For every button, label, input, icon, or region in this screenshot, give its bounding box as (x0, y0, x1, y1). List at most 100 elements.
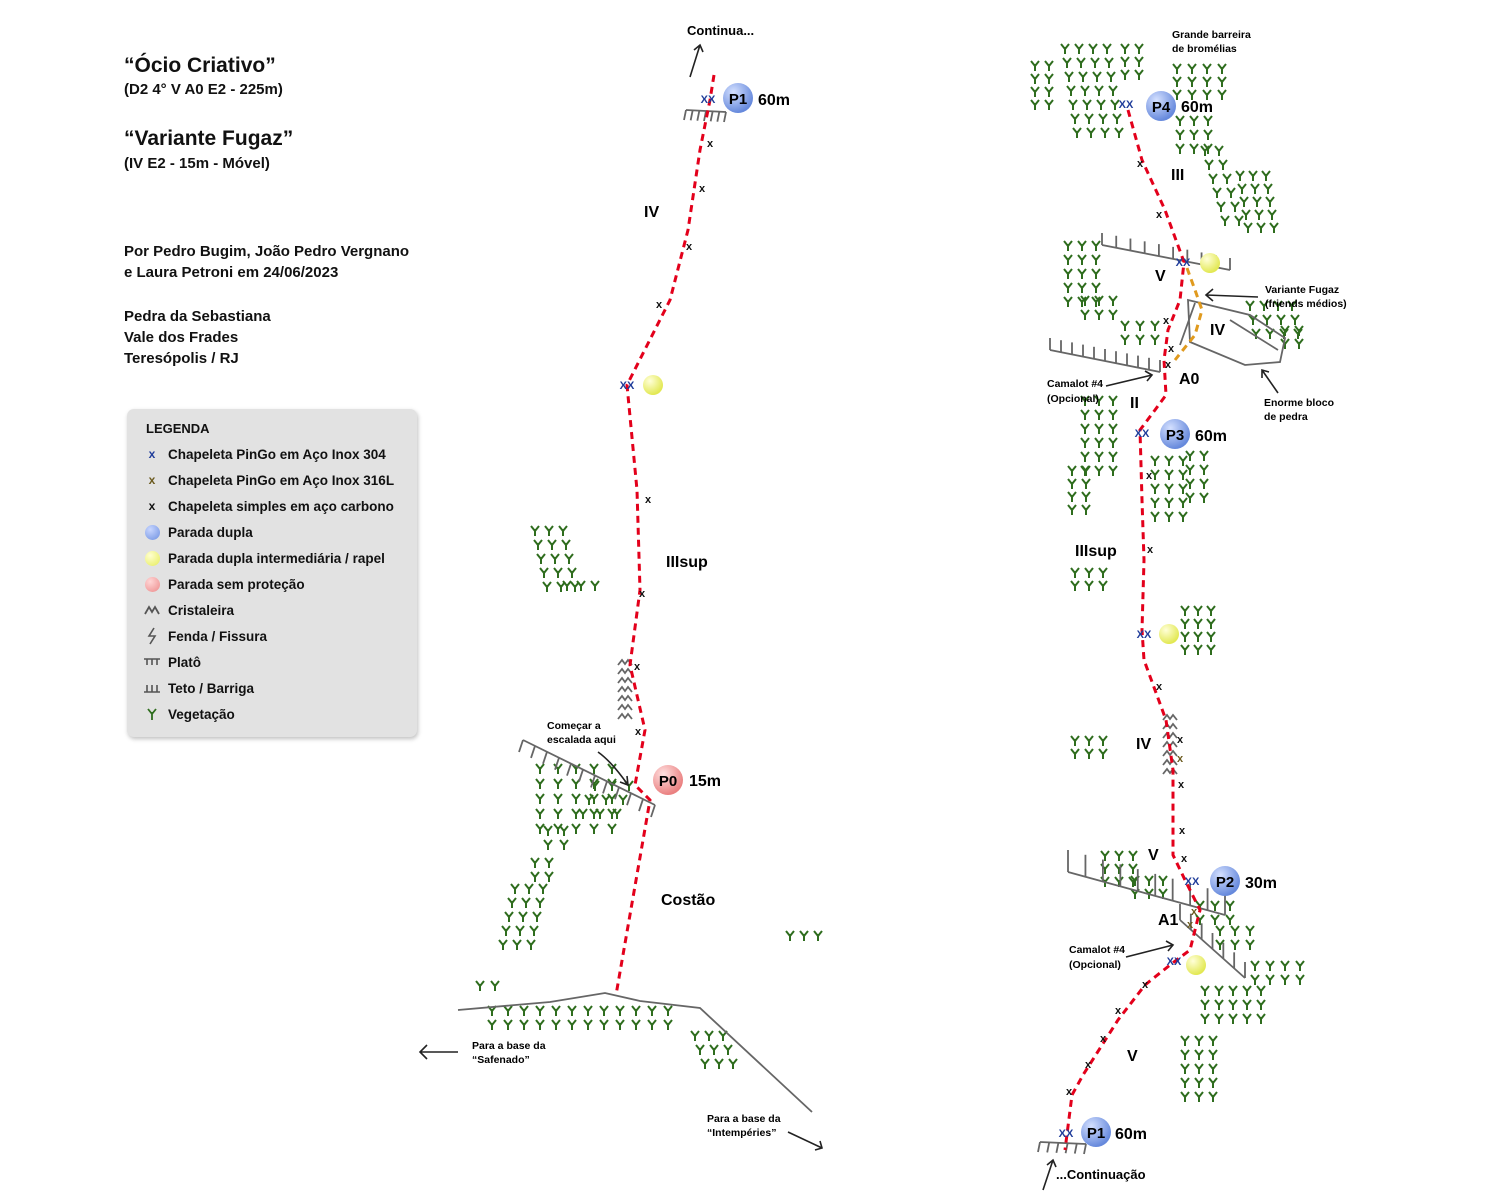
ledge-tick (590, 775, 596, 788)
plant-icon (1210, 914, 1220, 925)
plant-icon (553, 808, 563, 819)
ledge-line (1039, 1141, 1087, 1145)
plant-icon (519, 1005, 529, 1016)
plant-icon (1150, 497, 1160, 508)
plant-icon (539, 567, 549, 578)
plant-icon (1178, 483, 1188, 494)
bolt: x (1085, 1059, 1092, 1071)
camalot-note-2b: (Opcional) (1069, 959, 1121, 971)
ledge-tick (542, 751, 548, 765)
bromelia-note-2: de bromélias (1172, 43, 1237, 55)
plant-icon (663, 1019, 673, 1030)
plant-icon (1242, 985, 1252, 996)
plant-icon (1254, 209, 1264, 220)
plant-icon (567, 1019, 577, 1030)
plant-icon (501, 925, 511, 936)
ledge-tick (716, 111, 721, 122)
plant-icon (1239, 196, 1249, 207)
plant-icon (583, 1019, 593, 1030)
p0-label: P0 (659, 773, 677, 790)
plant-icon (535, 763, 545, 774)
plant-icon (1120, 334, 1130, 345)
plant-icon (547, 539, 557, 550)
plant-icon (1237, 183, 1247, 194)
plant-icon (558, 525, 568, 536)
plant-icon (631, 1005, 641, 1016)
plant-icon (1044, 73, 1054, 84)
plant-icon (813, 930, 823, 941)
crystal-icon (1162, 713, 1178, 721)
plant-icon (1200, 985, 1210, 996)
plant-icon (1098, 580, 1108, 591)
plant-icon (1180, 605, 1190, 616)
plant-icon (709, 1044, 719, 1055)
grade-right-v-mid: V (1148, 847, 1159, 864)
anchor-p2 (1210, 866, 1240, 896)
plant-icon (1225, 914, 1235, 925)
plant-icon (1180, 1091, 1190, 1102)
arrow-safenado (418, 1044, 458, 1060)
plant-icon (1206, 605, 1216, 616)
plant-icon (1216, 201, 1226, 212)
plant-icon (475, 980, 485, 991)
plant-icon (1078, 71, 1088, 82)
plant-icon (1128, 850, 1138, 861)
legend-label: Fenda / Fissura (168, 628, 268, 644)
plant-icon (601, 794, 611, 805)
legend-item: Parada dupla (143, 522, 253, 542)
plant-icon (1290, 314, 1300, 325)
plant-icon (1067, 465, 1077, 476)
plant-icon (589, 763, 599, 774)
plant-icon (1080, 85, 1090, 96)
legend-item: Parada dupla intermediária / rapel (143, 548, 385, 568)
plant-icon (535, 897, 545, 908)
p2-length: 30m (1245, 875, 1277, 892)
bolt: x (1163, 315, 1170, 327)
plant-icon (1248, 170, 1258, 181)
block-note-2: de pedra (1264, 411, 1308, 423)
boulder-outline (1187, 298, 1287, 366)
plant-icon (1070, 567, 1080, 578)
plant-icon (1090, 57, 1100, 68)
plant-icon (647, 1019, 657, 1030)
start-note-1: Começar a (547, 720, 601, 732)
grade-right-iii: III (1171, 167, 1184, 184)
plant-icon (1208, 1077, 1218, 1088)
crack-icon (143, 627, 161, 645)
plant-icon (1044, 99, 1054, 110)
crystal-icon (617, 667, 633, 675)
bolt: x (1137, 158, 1144, 170)
plant-icon (487, 1019, 497, 1030)
plant-icon (1096, 99, 1106, 110)
plant-icon (1068, 99, 1078, 110)
plant-icon (1084, 580, 1094, 591)
plant-icon (1250, 960, 1260, 971)
plant-icon (1072, 127, 1082, 138)
plant-icon (1100, 850, 1110, 861)
bolts: XXXXxxxxxxxxXXXXXXXXXXXXXXxxxxxxxxxxxxxx… (620, 94, 1200, 1140)
pink-dot-icon (143, 575, 161, 593)
plant-icon (1230, 939, 1240, 950)
grade-right-ii: II (1130, 395, 1139, 412)
variant-title: “Variante Fugaz” (124, 127, 294, 150)
safenado-note-2: “Safenado” (472, 1054, 530, 1066)
plant-icon (521, 897, 531, 908)
plant-icon (799, 930, 809, 941)
plant-icon (1194, 1077, 1204, 1088)
plant-icon (1256, 985, 1266, 996)
plant-icon (714, 1058, 724, 1069)
plant-icon (1102, 43, 1112, 54)
plant-icon (1172, 63, 1182, 74)
plant-icon (1094, 85, 1104, 96)
plant-icon (1222, 173, 1232, 184)
plant-icon (1063, 240, 1073, 251)
grade-left-costao: Costão (661, 892, 715, 909)
plant-icon (529, 925, 539, 936)
plant-icon (543, 825, 553, 836)
arrow-camalot-1 (1105, 370, 1154, 387)
plant-icon (723, 1044, 733, 1055)
plant-icon (1106, 71, 1116, 82)
plant-icon (561, 539, 571, 550)
plant-icon (1080, 309, 1090, 320)
plant-icon (1110, 99, 1120, 110)
